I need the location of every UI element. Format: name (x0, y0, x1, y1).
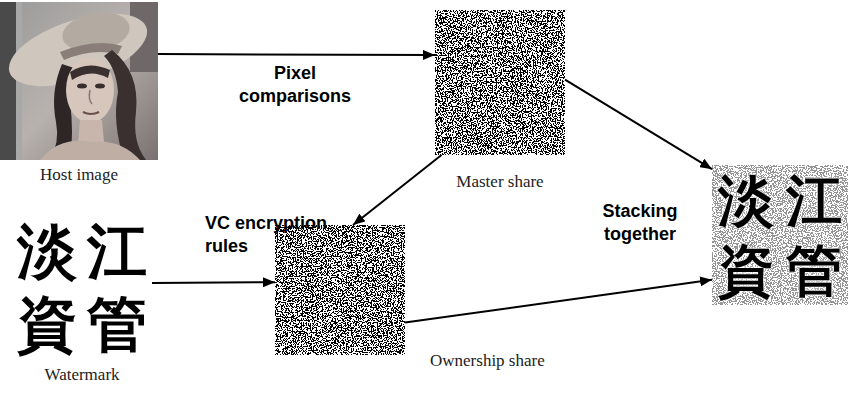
master-share: Master share (435, 10, 565, 155)
flow-arrow (405, 280, 712, 323)
flow-arrow (152, 281, 275, 284)
flow-arrow (353, 155, 442, 225)
edge-label: Pixel comparisons (232, 62, 358, 109)
image-caption: Host image (40, 165, 118, 185)
stacked-result: 淡江資管 (712, 165, 848, 305)
process-label: VC encryption rules (205, 212, 345, 259)
noise-share (435, 10, 565, 155)
image-caption: Ownership share (430, 351, 545, 371)
watermark-character: 淡 (712, 165, 780, 235)
watermark-character: 淡 (12, 215, 82, 288)
host-image: Host image (0, 2, 158, 160)
image-caption: Master share (456, 172, 543, 192)
image-caption: Watermark (44, 365, 119, 385)
noise-share (275, 225, 405, 355)
watermark-character: 江 (780, 165, 848, 235)
flow-arrow (158, 53, 435, 56)
watermark-image: 淡江資管Watermark (12, 215, 152, 360)
watermark-character: 管 (780, 235, 848, 305)
watermark-characters: 淡江資管 (712, 165, 848, 305)
watermark-characters: 淡江資管 (12, 215, 152, 360)
watermark-character: 江 (82, 215, 152, 288)
process-label: Stacking together (582, 200, 698, 247)
flow-arrow (565, 80, 712, 170)
host-photo (0, 2, 158, 160)
watermark-character: 資 (712, 235, 780, 305)
watermark-character: 管 (82, 288, 152, 361)
ownership-share: Ownership share (275, 225, 405, 355)
noise-share (712, 165, 848, 305)
watermark-character: 資 (12, 288, 82, 361)
